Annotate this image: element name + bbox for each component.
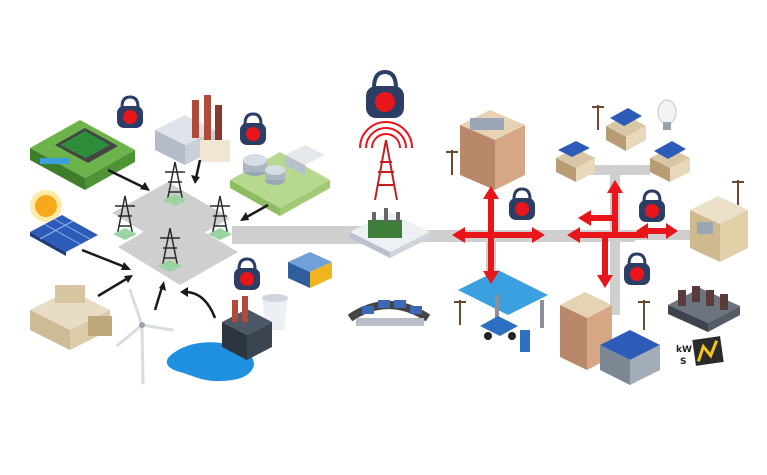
factory-icon [155,95,230,165]
control-room-icon [347,300,431,326]
power-plant-icon [30,285,112,350]
refinery-icon [230,145,330,216]
building-icon [460,110,525,190]
house-icon [650,141,690,182]
battery-bank-icon [668,286,740,332]
meter-icon: kW S [676,336,724,367]
sun-icon [30,190,62,222]
solar-panel-icon [30,215,98,256]
utility-pole-icon [446,105,744,330]
house-icon [556,141,595,182]
bulb-icon [657,99,677,130]
meter-s-label: S [680,357,686,367]
security-lock-icon [117,69,665,290]
industrial-site-icon [30,120,135,190]
substation-icon [350,208,430,258]
tower-block-icon [560,292,660,385]
wind-turbine-icon [116,288,174,385]
input-arrows [81,159,269,319]
warehouse-icon [690,196,748,262]
ev-charger-icon [458,270,548,352]
meter-kw-label: kW [676,345,692,355]
house-icon [606,108,646,151]
battery-icon [288,252,332,288]
power-flow-arrows [452,180,678,288]
grid-lines [112,165,690,315]
cooling-tower-icon [222,294,288,360]
transmission-tower-icon [113,161,232,272]
radio-tower-icon [359,121,413,201]
